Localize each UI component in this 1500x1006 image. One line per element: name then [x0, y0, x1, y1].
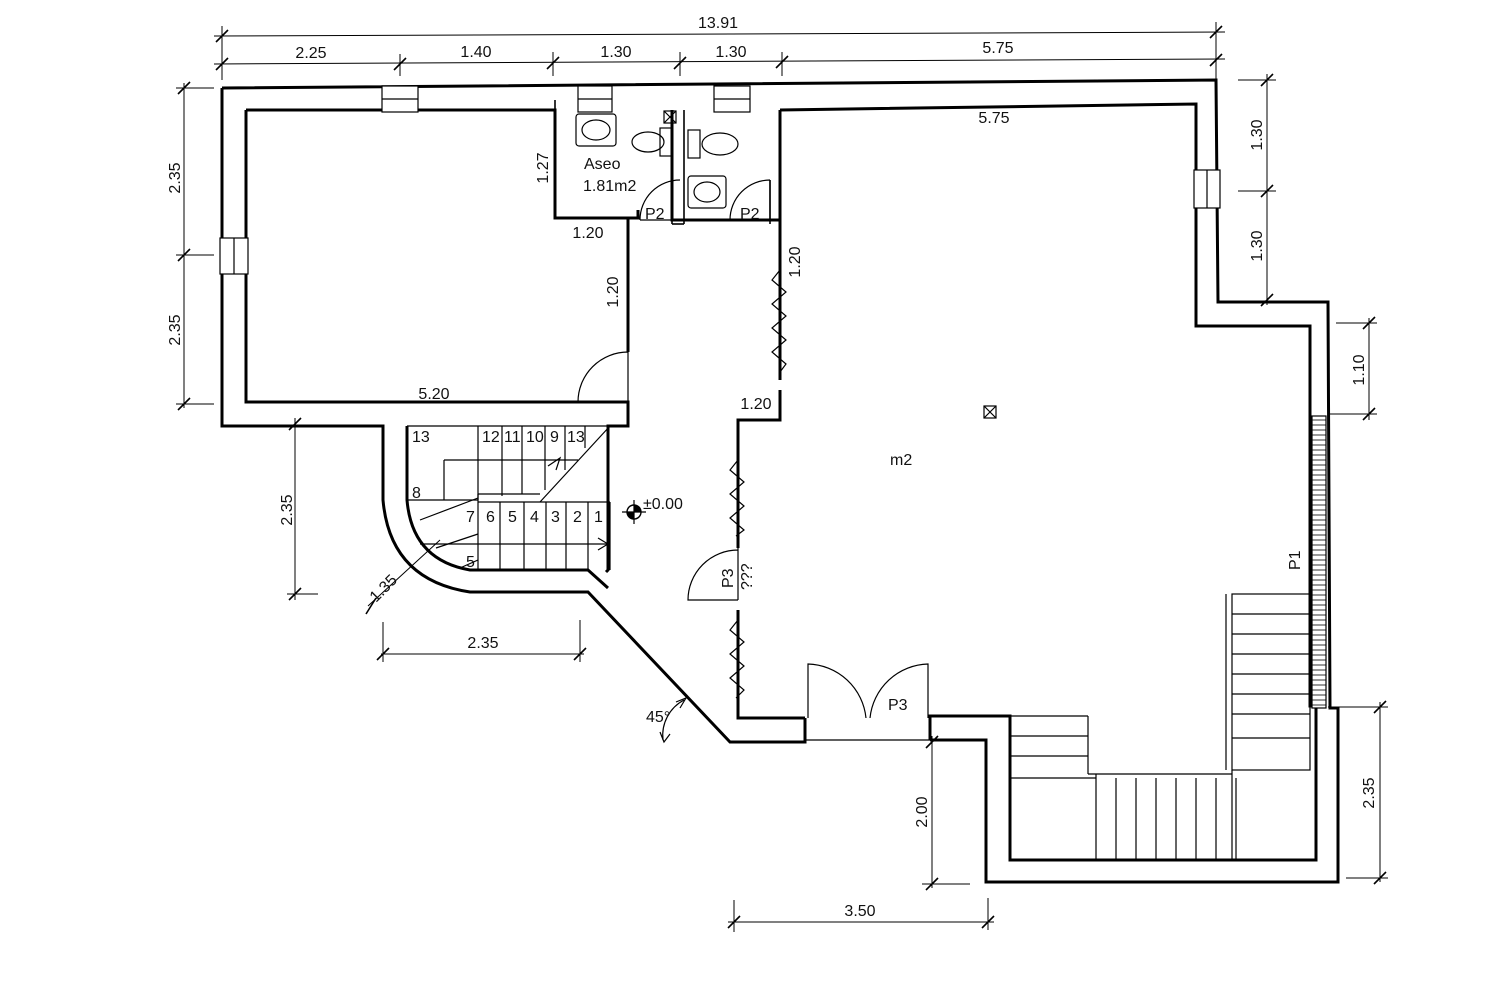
stair-num-7: 7 [466, 509, 475, 526]
room-labels: Aseo 1.81m2 m2 P2 P2 P3 ??? P3 P1 ±0.00 … [583, 156, 1304, 744]
dim-hall-bottom: 1.20 [740, 396, 771, 413]
door-label-p2-b: P2 [740, 206, 760, 223]
dim-top-seg-4: 1.30 [715, 44, 746, 61]
stair-num-3: 3 [551, 509, 560, 526]
dim-right-mid: 1.10 [1351, 354, 1368, 385]
door-label-p3-entry: P3 [888, 697, 908, 714]
sink-1 [575, 113, 617, 147]
dim-top-seg-5: 5.75 [982, 40, 1013, 57]
dim-left-stair: 2.35 [279, 494, 296, 525]
dim-overall-width: 13.91 [698, 15, 738, 32]
doors [577, 179, 930, 741]
stair-num-8: 8 [412, 485, 421, 502]
main-room-area: m2 [890, 452, 912, 469]
dim-hall-right: 1.20 [787, 246, 804, 277]
level-marker-icon [622, 500, 646, 524]
door-label-p1: P1 [1287, 550, 1304, 570]
dim-right-upper-a: 1.30 [1249, 119, 1266, 150]
dim-top-seg-3: 1.30 [600, 44, 631, 61]
dim-left-lower: 2.35 [167, 314, 184, 345]
stair-num-6: 6 [486, 509, 495, 526]
dim-right-lower: 2.35 [1361, 777, 1378, 808]
stair-num-13b: 13 [567, 429, 585, 446]
door-label-p2-a: P2 [645, 206, 665, 223]
level-value: ±0.00 [643, 496, 683, 513]
stair-num-9: 9 [550, 429, 559, 446]
dim-entry-width: 3.50 [844, 903, 875, 920]
stair-num-5a: 5 [508, 509, 517, 526]
stair-num-1: 1 [594, 509, 603, 526]
dim-top-seg-2: 1.40 [460, 44, 491, 61]
dim-entry-depth: 2.00 [914, 796, 931, 827]
dim-stair-bottom: 2.35 [467, 635, 498, 652]
toilet-2 [687, 129, 701, 159]
dim-main-top: 5.75 [978, 110, 1009, 127]
stair-num-2: 2 [573, 509, 582, 526]
dim-left-upper: 2.35 [167, 162, 184, 193]
dim-stair-curve: 1.35 [367, 572, 401, 606]
bath-room-name: Aseo [584, 156, 621, 173]
sink-2 [687, 175, 727, 209]
dim-aseo-side: 1.27 [535, 152, 552, 183]
walls [219, 78, 1340, 884]
stair-num-12: 12 [482, 429, 500, 446]
stairs: 13 12 11 10 9 13 8 7 6 5 4 3 2 1 5 [407, 425, 1311, 860]
door-note: ??? [739, 563, 756, 590]
bath-room-area: 1.81m2 [583, 178, 636, 195]
dim-hall-side: 1.20 [605, 276, 622, 307]
stair-num-4: 4 [530, 509, 539, 526]
dim-hall-top: 1.20 [572, 225, 603, 242]
stair-num-10: 10 [526, 429, 544, 446]
dim-room1-bottom: 5.20 [418, 386, 449, 403]
door-label-p3-hall: P3 [720, 568, 737, 588]
stair-num-11: 11 [504, 429, 521, 446]
dim-top-seg-1: 2.25 [295, 45, 326, 62]
toilet-1 [659, 127, 673, 157]
stair-num-13a: 13 [412, 429, 430, 446]
dimension-lines: 13.91 2.25 1.40 1.30 1.30 5.75 2.35 2.35 [167, 15, 1388, 932]
dim-right-upper-b: 1.30 [1249, 230, 1266, 261]
stair-num-5b: 5 [466, 554, 475, 571]
floor-drain-icon [983, 405, 997, 419]
angle-value: 45° [646, 709, 670, 726]
bath-fixtures [575, 110, 997, 419]
